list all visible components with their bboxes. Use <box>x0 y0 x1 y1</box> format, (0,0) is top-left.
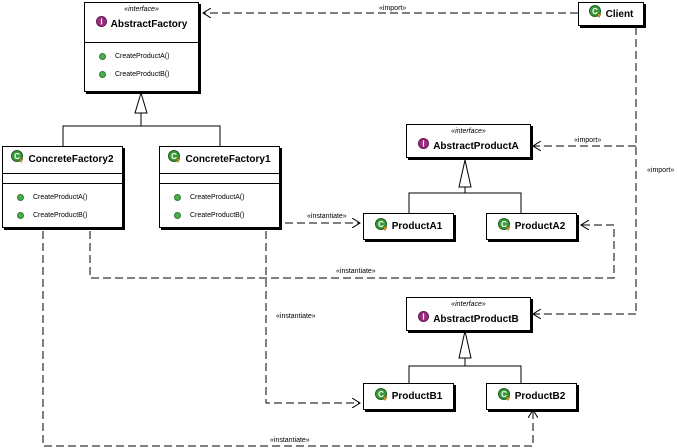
interface-i-icon: I <box>418 136 430 154</box>
class-name: AbstractProductB <box>433 314 519 326</box>
class-name: ProductB1 <box>391 391 443 402</box>
stereotype-label: «interface» <box>451 128 486 135</box>
product-a2-class[interactable]: C ProductA2 <box>486 213 577 240</box>
product-b2-header: C ProductB2 <box>487 384 576 409</box>
svg-text:C: C <box>15 152 21 161</box>
product-b1-class[interactable]: C ProductB1 <box>363 383 454 410</box>
class-name: ConcreteFactory2 <box>28 153 114 165</box>
productb-generalization-lines <box>408 358 522 383</box>
import-label-abstractfactory: «import» <box>379 5 407 12</box>
interface-i-icon: I <box>418 309 430 327</box>
method-item: CreateProductB() <box>160 206 279 224</box>
interface-i-icon: I <box>95 14 107 32</box>
methods-list: CreateProductA() CreateProductB() <box>160 184 279 224</box>
import-label-abstractproducta: «import» <box>574 137 602 144</box>
abstract-product-a-header: «interface» I AbstractProductA <box>407 125 530 154</box>
method-item: CreateProductB() <box>3 206 122 224</box>
producta-generalization-lines <box>408 187 522 213</box>
attribute-separator <box>160 173 279 174</box>
class-c-icon: C <box>11 150 24 168</box>
method-item: CreateProductA() <box>3 188 122 206</box>
product-a2-header: C ProductA2 <box>487 214 576 239</box>
public-method-icon <box>174 193 181 201</box>
cf1-to-productb1-instantiate <box>265 231 360 403</box>
method-item: CreateProductA() <box>85 47 198 65</box>
abstract-product-b-interface[interactable]: «interface» I AbstractProductB <box>406 297 531 331</box>
abstract-product-b-header: «interface» I AbstractProductB <box>407 298 530 327</box>
product-a1-header: C ProductA1 <box>364 214 453 239</box>
class-name: AbstractFactory <box>110 19 188 31</box>
class-name: ProductA1 <box>391 221 443 232</box>
svg-text:C: C <box>501 390 507 399</box>
class-c-icon: C <box>374 387 388 406</box>
svg-text:I: I <box>423 313 425 322</box>
concrete-factory-2-class[interactable]: C ConcreteFactory2 CreateProductA() Crea… <box>2 146 123 228</box>
methods-list: CreateProductA() CreateProductB() <box>3 184 122 224</box>
svg-text:I: I <box>423 140 425 149</box>
cf2-to-productb2-instantiate <box>42 231 533 447</box>
class-c-icon: C <box>588 5 602 23</box>
attribute-separator <box>3 173 122 174</box>
class-c-icon: C <box>497 217 511 236</box>
concrete-factory-1-header: C ConcreteFactory1 <box>160 147 279 171</box>
svg-text:C: C <box>378 390 384 399</box>
svg-text:C: C <box>592 7 598 16</box>
client-header: C Client <box>579 3 643 25</box>
producta-generalization-triangle <box>458 159 472 188</box>
product-a1-class[interactable]: C ProductA1 <box>363 213 454 240</box>
cf2-to-producta2-instantiate <box>89 225 615 279</box>
concrete-factory-1-class[interactable]: C ConcreteFactory1 CreateProductA() Crea… <box>159 146 280 228</box>
class-name: AbstractProductA <box>433 141 519 153</box>
instantiate-label-producta2: «instantiate» <box>336 268 376 275</box>
class-name: ConcreteFactory1 <box>185 153 271 165</box>
import-label-abstractproductb: «import» <box>647 167 675 174</box>
instantiate-label-productb2: «instantiate» <box>270 437 310 444</box>
abstract-product-a-interface[interactable]: «interface» I AbstractProductA <box>406 124 531 158</box>
class-name: ProductA2 <box>514 221 566 232</box>
class-c-icon: C <box>168 150 181 168</box>
methods-list: CreateProductA() CreateProductB() <box>85 43 198 83</box>
instantiate-label-producta1: «instantiate» <box>307 213 347 220</box>
productb-generalization-triangle <box>458 330 472 359</box>
svg-text:C: C <box>172 152 178 161</box>
public-method-icon <box>99 52 106 60</box>
product-b1-header: C ProductB1 <box>364 384 453 409</box>
class-name: ProductB2 <box>514 391 566 402</box>
public-method-icon <box>17 193 24 201</box>
method-item: CreateProductA() <box>160 188 279 206</box>
attribute-separator <box>85 42 198 43</box>
class-c-icon: C <box>374 217 388 236</box>
instantiate-label-productb1: «instantiate» <box>276 313 316 320</box>
svg-text:C: C <box>501 220 507 229</box>
class-name: Client <box>605 8 634 20</box>
stereotype-label: «interface» <box>451 301 486 308</box>
public-method-icon <box>174 211 181 219</box>
method-separator <box>3 183 122 184</box>
public-method-icon <box>17 211 24 219</box>
factory-generalization-lines <box>62 113 221 146</box>
concrete-factory-2-header: C ConcreteFactory2 <box>3 147 122 171</box>
public-method-icon <box>99 70 106 78</box>
product-b2-class[interactable]: C ProductB2 <box>486 383 577 410</box>
abstract-factory-header: «interface» I AbstractFactory <box>85 3 198 37</box>
abstract-factory-interface[interactable]: «interface» I AbstractFactory CreateProd… <box>84 2 199 92</box>
class-c-icon: C <box>497 387 511 406</box>
svg-text:I: I <box>100 18 102 27</box>
factory-generalization-triangle <box>134 91 148 114</box>
method-item: CreateProductB() <box>85 65 198 83</box>
stereotype-label: «interface» <box>124 6 159 13</box>
svg-text:C: C <box>378 220 384 229</box>
client-class[interactable]: C Client <box>578 2 644 26</box>
method-separator <box>160 183 279 184</box>
